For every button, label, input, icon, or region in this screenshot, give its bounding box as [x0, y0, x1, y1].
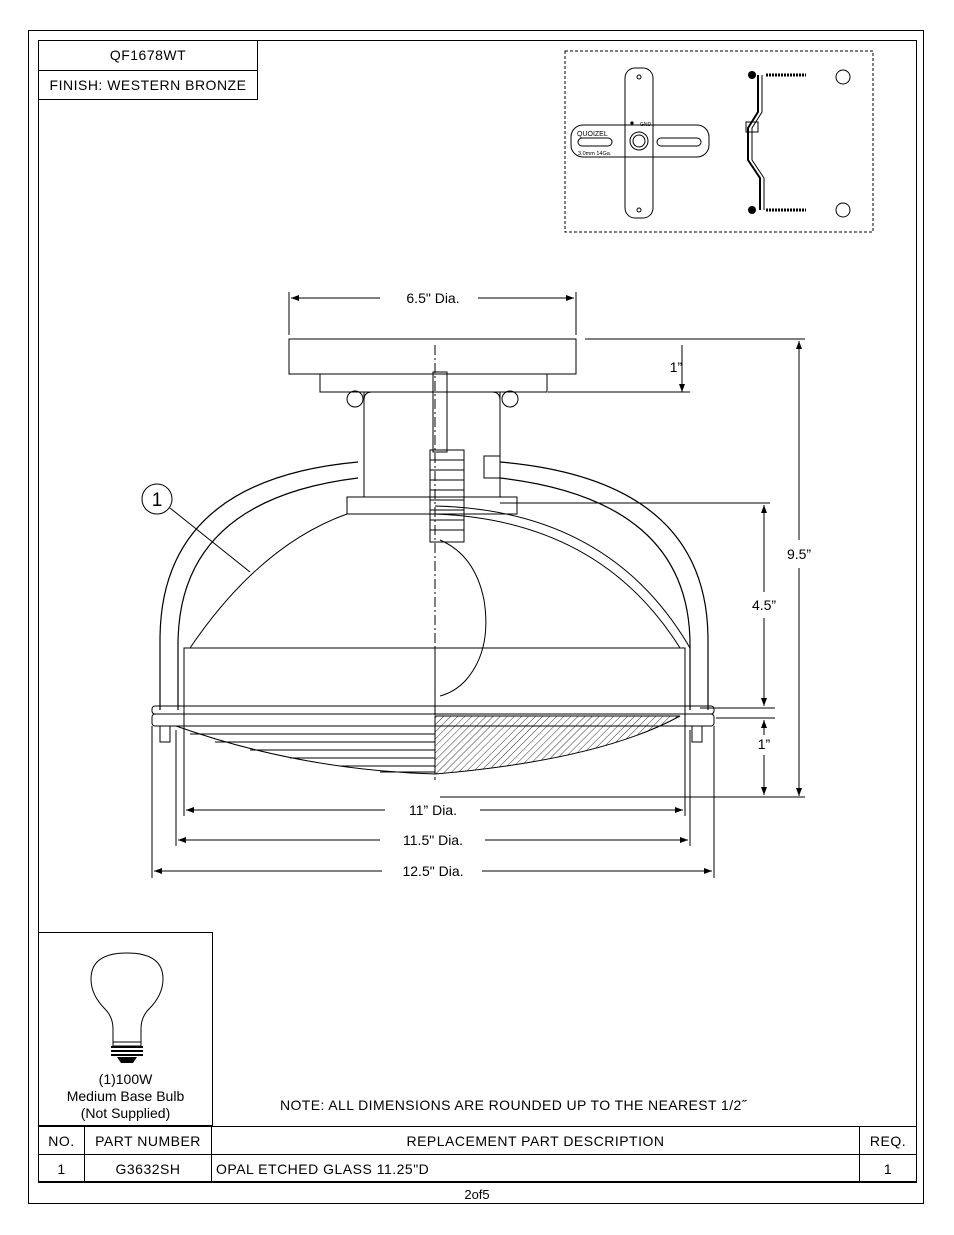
svg-text:12.5" Dia.: 12.5" Dia. [402, 863, 463, 879]
row-description: OPAL ETCHED GLASS 11.25"D [211, 1154, 860, 1183]
page-outer-border [28, 30, 924, 1204]
svg-text:6.5" Dia.: 6.5" Dia. [406, 290, 459, 306]
part-callout: 1 [141, 483, 251, 573]
title-block: QF1678WT FINISH: WESTERN BRONZE [38, 40, 258, 100]
row-req: 1 [859, 1154, 917, 1183]
col-req: REQ. [859, 1126, 917, 1155]
col-no: NO. [38, 1126, 85, 1155]
svg-text:1”: 1” [758, 736, 771, 752]
glass-shade [183, 505, 691, 707]
bracket-gnd: GND [640, 122, 652, 128]
dim-shade-height: 4.5” [500, 502, 776, 706]
col-part-number: PART NUMBER [84, 1126, 212, 1155]
svg-text:9.5”: 9.5” [787, 546, 811, 562]
table-row: 1 G3632SH OPAL ETCHED GLASS 11.25"D 1 [38, 1154, 917, 1183]
dim-total-height: 9.5” [787, 341, 811, 796]
bulb-cutaway [439, 539, 487, 697]
dim-lens-height: 1” [440, 707, 805, 798]
bracket-brand: QUOIZEL [577, 131, 608, 138]
row-part-number: G3632SH [84, 1154, 212, 1183]
dim-11-5-diameter: 11.5" Dia. [175, 730, 691, 848]
col-description: REPLACEMENT PART DESCRIPTION [211, 1126, 860, 1155]
svg-text:1: 1 [152, 490, 163, 511]
svg-text:4.5”: 4.5” [752, 597, 776, 613]
bulb-wattage: (1)100W [98, 1071, 153, 1087]
model-number: QF1678WT [39, 41, 257, 71]
dimension-note: NOTE: ALL DIMENSIONS ARE ROUNDED UP TO T… [280, 1097, 747, 1113]
dim-canopy-height: 1” [548, 338, 805, 393]
dim-11-diameter: 11” Dia. [183, 706, 686, 818]
lens-rim [151, 705, 715, 775]
arm-frame [159, 461, 709, 710]
light-bulb-icon [90, 952, 164, 1063]
svg-text:11” Dia.: 11” Dia. [409, 802, 457, 818]
svg-text:11.5" Dia.: 11.5" Dia. [403, 832, 463, 848]
bulb-note: (Not Supplied) [80, 1105, 171, 1121]
bracket-detail: QUOIZEL GND 3.0mm 14Ga. [564, 50, 874, 233]
bracket-spec: 3.0mm 14Ga. [578, 151, 612, 157]
dim-12-5-diameter: 12.5" Dia. [151, 726, 715, 879]
socket [346, 371, 518, 543]
bulb-spec-box: (1)100W Medium Base Bulb (Not Supplied) [38, 932, 213, 1126]
finish-label: FINISH: WESTERN BRONZE [49, 77, 247, 93]
row-no: 1 [38, 1154, 85, 1183]
parts-table: NO. PART NUMBER REPLACEMENT PART DESCRIP… [38, 1126, 917, 1183]
table-header-row: NO. PART NUMBER REPLACEMENT PART DESCRIP… [38, 1126, 917, 1155]
bulb-base: Medium Base Bulb [66, 1088, 185, 1104]
page-number: 2of5 [464, 1187, 490, 1202]
svg-text:1”: 1” [670, 359, 683, 375]
dim-top-diameter: 6.5" Dia. [288, 290, 577, 335]
